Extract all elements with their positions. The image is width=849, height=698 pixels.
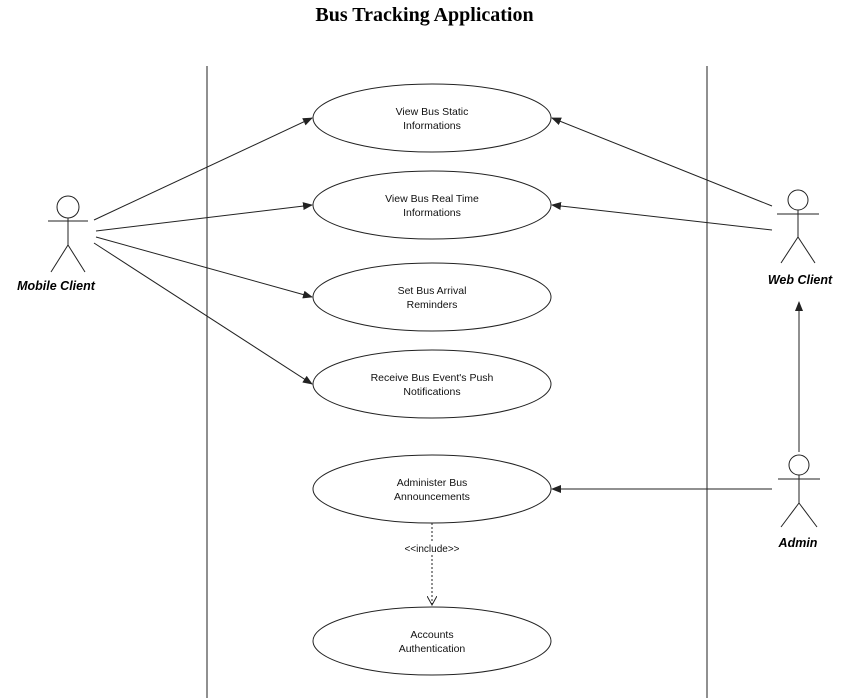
association-mobile-static bbox=[93, 117, 313, 221]
actor-admin bbox=[778, 454, 820, 528]
use-case-label: Receive Bus Event's Push bbox=[371, 372, 494, 384]
use-case-view-bus-real-time: View Bus Real Time Informations bbox=[312, 170, 552, 240]
actor-head-icon bbox=[787, 189, 809, 211]
use-case-administer-announcements: Administer Bus Announcements bbox=[312, 454, 552, 524]
association-mobile-reminders bbox=[95, 236, 313, 299]
use-case-label: View Bus Static bbox=[396, 106, 469, 118]
use-case-label: Announcements bbox=[394, 491, 470, 503]
use-case-label: Administer Bus bbox=[397, 477, 468, 489]
use-case-label: Accounts bbox=[410, 629, 453, 641]
use-case-view-bus-static: View Bus Static Informations bbox=[312, 83, 552, 153]
association-web-realtime bbox=[551, 202, 773, 231]
actor-label-mobile-client: Mobile Client bbox=[17, 279, 96, 293]
include-label-bg bbox=[388, 541, 476, 555]
include-label: <<include>> bbox=[404, 544, 459, 555]
use-case-set-arrival-reminders: Set Bus Arrival Reminders bbox=[312, 262, 552, 332]
actor-head-icon bbox=[788, 454, 810, 476]
actor-mobile-client bbox=[48, 195, 88, 273]
use-case-accounts-authentication: Accounts Authentication bbox=[312, 606, 552, 676]
association-web-static bbox=[551, 117, 773, 207]
use-case-receive-push-notifications: Receive Bus Event's Push Notifications bbox=[312, 349, 552, 419]
use-case-label: Informations bbox=[403, 120, 461, 132]
use-case-label: Authentication bbox=[399, 643, 466, 655]
actor-head-icon bbox=[56, 195, 80, 219]
actor-label-admin: Admin bbox=[778, 536, 818, 550]
use-case-label: Informations bbox=[403, 207, 461, 219]
actor-web-client bbox=[777, 189, 819, 264]
actor-label-web-client: Web Client bbox=[768, 273, 833, 287]
use-case-label: Set Bus Arrival bbox=[398, 285, 467, 297]
association-mobile-realtime bbox=[95, 202, 313, 232]
use-case-label: Reminders bbox=[407, 299, 458, 311]
association-mobile-notifications bbox=[93, 242, 313, 385]
use-case-label: View Bus Real Time bbox=[385, 193, 479, 205]
page-title: Bus Tracking Application bbox=[315, 4, 534, 26]
use-case-label: Notifications bbox=[403, 386, 460, 398]
